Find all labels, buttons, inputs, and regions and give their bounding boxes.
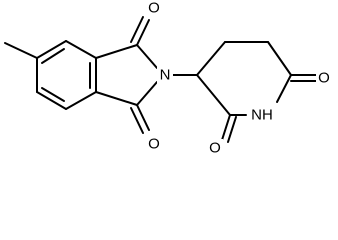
oxygen-top-label: O xyxy=(148,0,160,17)
bond-methyl xyxy=(4,42,38,59)
bond-co-top-2 xyxy=(130,16,144,43)
bond-imide-bottom-c xyxy=(95,91,138,106)
bond-glut-f xyxy=(196,74,231,116)
bond-imide-top-c xyxy=(95,44,138,59)
bond-ring-inner-3 xyxy=(41,87,65,102)
bond-glut-d xyxy=(276,74,292,103)
structure-diagram: O N O O NH O xyxy=(4,0,332,157)
atom-labels: O N O O NH O xyxy=(146,0,332,157)
molecule-drawing: O N O O NH O xyxy=(4,0,332,157)
bond-co-top-1 xyxy=(136,19,150,46)
bond-ring-d xyxy=(65,91,97,110)
bond-ring-b xyxy=(65,40,97,59)
oxygen-glutarimide-right-label: O xyxy=(318,70,330,87)
bond-ring-a xyxy=(36,40,67,59)
bond-glut-co-left-2 xyxy=(227,116,237,143)
bond-glut-c xyxy=(267,41,292,76)
bond-co-bottom-1 xyxy=(136,104,150,131)
oxygen-glutarimide-left-label: O xyxy=(209,140,221,157)
nh-glutarimide-label: NH xyxy=(251,107,273,124)
bond-imide-bottom-n xyxy=(136,81,158,106)
bond-glut-a xyxy=(196,41,226,76)
nitrogen-imide-label: N xyxy=(160,67,171,84)
bond-ring-e xyxy=(36,91,67,110)
bond-co-bottom-2 xyxy=(130,107,144,134)
oxygen-bottom-label: O xyxy=(148,136,160,153)
bond-imide-top-n xyxy=(136,44,158,69)
bonds xyxy=(4,16,319,143)
bond-glut-co-left-1 xyxy=(221,114,231,141)
bond-ring-inner-1 xyxy=(41,48,65,64)
